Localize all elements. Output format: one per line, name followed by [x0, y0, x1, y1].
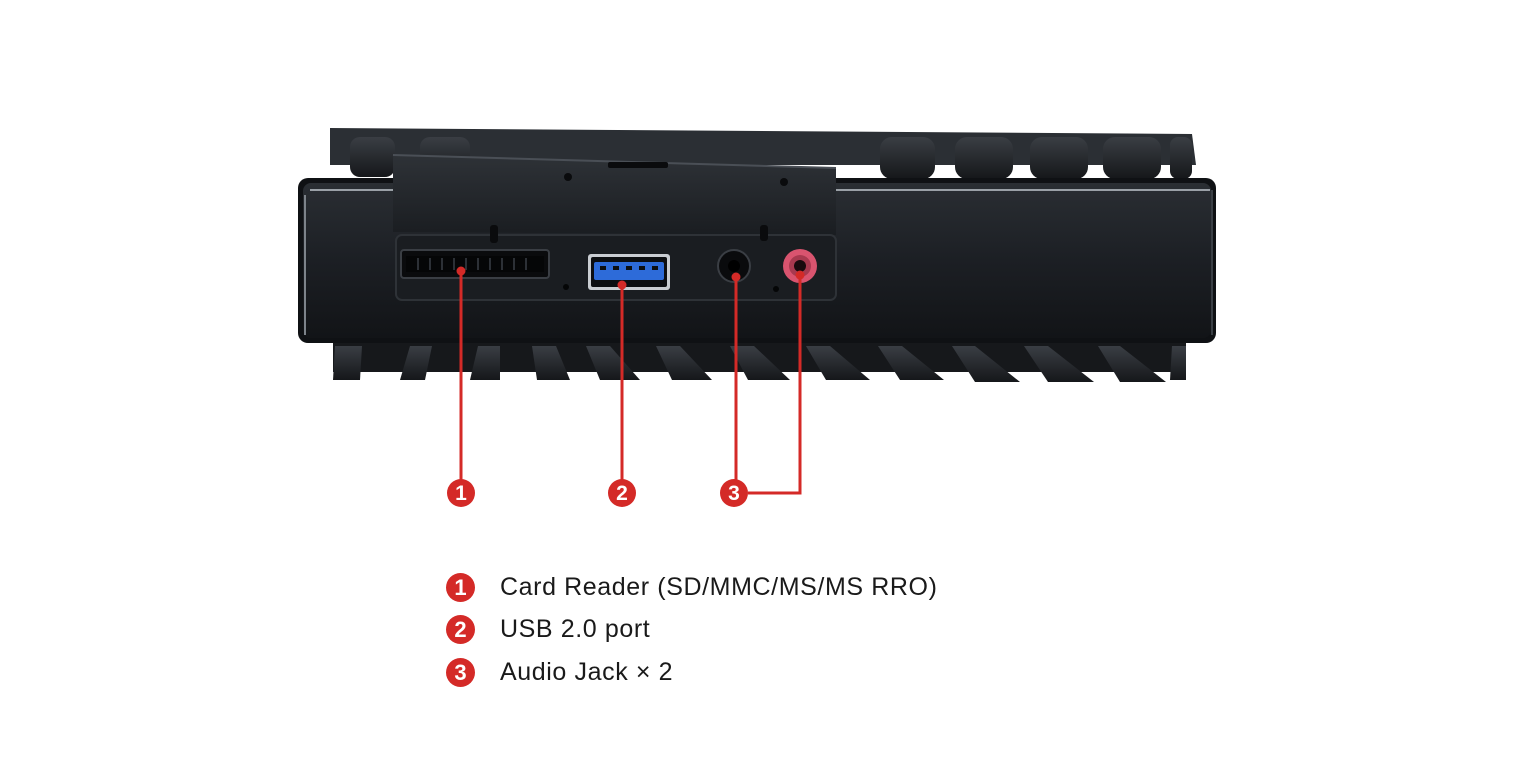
legend-text-3: Audio Jack × 2	[500, 657, 674, 686]
callout-marker-2: 2	[608, 479, 636, 507]
top-heatsink-fins	[330, 128, 1196, 179]
legend: 1 Card Reader (SD/MMC/MS/MS RRO) 2 USB 2…	[446, 566, 938, 694]
port-cover-flap	[392, 154, 837, 235]
legend-item-3: 3 Audio Jack × 2	[446, 651, 938, 694]
callout-circle-3	[720, 479, 748, 507]
leader-dot-1	[456, 266, 466, 276]
legend-number-2: 2	[446, 615, 475, 645]
leader-line-3b	[748, 275, 802, 495]
usb-port	[588, 254, 670, 290]
callout-number-2: 2	[616, 482, 628, 505]
leader-dots	[456, 266, 805, 290]
leader-dot-3a	[731, 272, 741, 282]
callout-circle-1	[447, 479, 475, 507]
leader-lines	[459, 271, 802, 495]
legend-text-1: Card Reader (SD/MMC/MS/MS RRO)	[500, 572, 938, 601]
legend-text-2: USB 2.0 port	[500, 615, 651, 644]
audio-jack-black	[717, 249, 751, 283]
legend-item-2: 2 USB 2.0 port	[446, 609, 938, 652]
leader-dot-3b	[795, 270, 805, 280]
legend-number-1: 1	[446, 572, 475, 602]
callout-marker-1: 1	[447, 479, 475, 507]
callout-number-3: 3	[728, 482, 740, 505]
callout-marker-3: 3	[720, 479, 748, 507]
mini-pc-device-photo	[298, 128, 1216, 382]
callout-number-1: 1	[455, 482, 467, 505]
audio-jack-pink	[783, 249, 817, 283]
legend-item-1: 1 Card Reader (SD/MMC/MS/MS RRO)	[446, 566, 938, 609]
legend-number-3: 3	[446, 657, 475, 687]
leader-dot-2	[617, 280, 627, 290]
callout-circle-2	[608, 479, 636, 507]
bottom-heatsink-fins	[333, 343, 1186, 382]
card-reader-slot	[400, 249, 550, 279]
